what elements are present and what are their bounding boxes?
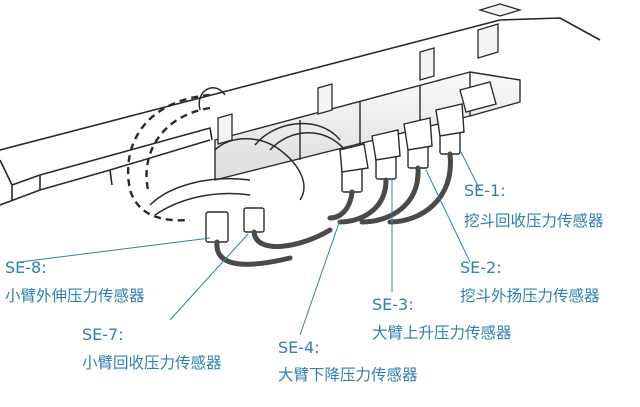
se1-name: 挖斗回收压力传感器 [464, 212, 604, 230]
chassis-rail [0, 17, 601, 206]
se2-name: 挖斗外扬压力传感器 [460, 287, 600, 305]
leader-lines [19, 149, 481, 336]
leader-se4 [299, 219, 341, 336]
se4-name: 大臂下降压力传感器 [278, 366, 418, 384]
dashed-hose [126, 93, 211, 222]
se3-code: SE-3: [372, 295, 414, 314]
leader-se7 [169, 233, 249, 321]
se7-code: SE-7: [82, 325, 124, 344]
sensor-hoses [214, 151, 453, 267]
se8-code: SE-8: [5, 258, 47, 277]
se1-code: SE-1: [464, 181, 506, 200]
se8-name: 小臂外伸压力传感器 [5, 287, 145, 305]
leader-se2 [425, 169, 471, 263]
se7-name: 小臂回收压力传感器 [82, 354, 222, 372]
sensor-fittings [205, 81, 497, 243]
curved-hoses [149, 87, 346, 216]
mounting-brackets [217, 3, 523, 145]
leader-se1 [459, 149, 481, 191]
se4-code: SE-4: [278, 338, 320, 357]
leader-se8 [19, 237, 211, 263]
se2-code: SE-2: [460, 258, 502, 277]
se3-name: 大臂上升压力传感器 [372, 324, 512, 342]
